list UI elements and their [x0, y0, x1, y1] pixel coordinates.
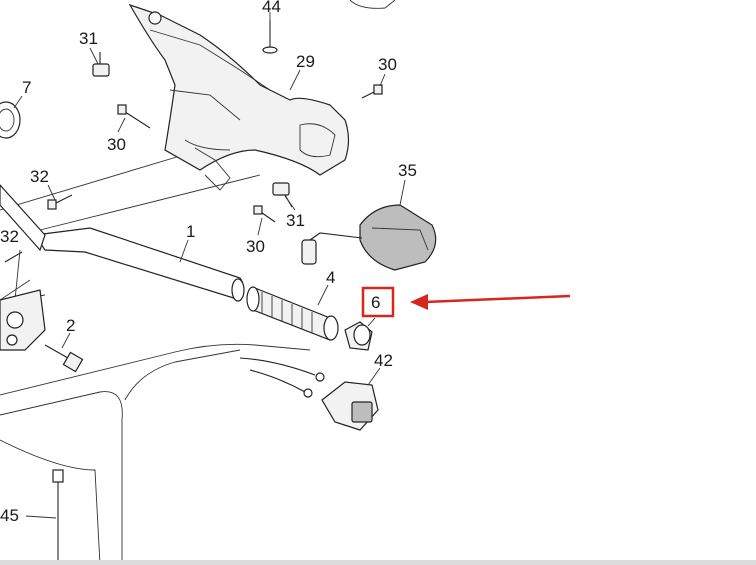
callout-32-b: 32: [0, 227, 19, 246]
callout-31-lower: 31: [286, 211, 305, 230]
bolt-part-32-b: [4, 251, 23, 263]
handlebar-cover-part-29: [128, 0, 396, 191]
grip-part-4: [246, 286, 339, 341]
bolt-part-32-a: [47, 194, 73, 210]
callout-35: 35: [398, 161, 417, 180]
callout-2: 2: [66, 316, 75, 335]
callout-30-c: 30: [246, 237, 265, 256]
leader-lines: [13, 12, 406, 519]
bolt-part-30-c: [253, 205, 276, 223]
throttle-cables: [239, 357, 325, 398]
highlighted-callout-6: 6: [361, 286, 395, 318]
callout-7: 7: [22, 78, 31, 97]
clip-nut-part-31-upper: [92, 52, 110, 77]
part-7: [0, 101, 21, 139]
bottom-strip: [0, 560, 756, 565]
callout-labels: 44 31 29 30 7 30 35 32 31 32 1 30 4 2 42…: [0, 0, 417, 525]
callout-1: 1: [186, 222, 195, 241]
mirror-part-35: [301, 204, 437, 271]
callout-42: 42: [374, 351, 393, 370]
callout-30-a: 30: [378, 55, 397, 74]
callout-32-a: 32: [30, 167, 49, 186]
screw-part-44: [262, 20, 278, 54]
bar-end-part-6: [344, 321, 373, 351]
bolt-part-30-b: [117, 104, 151, 129]
handlebar-part-1: [0, 184, 245, 351]
callout-4: 4: [326, 268, 335, 287]
callout-31-upper: 31: [79, 29, 98, 48]
clip-nut-part-31-lower: [272, 182, 293, 208]
callout-29: 29: [296, 52, 315, 71]
callout-44: 44: [262, 0, 281, 16]
callout-45: 45: [0, 506, 19, 525]
bolt-part-2: [44, 344, 84, 373]
highlight-box: [361, 286, 395, 318]
red-pointer-arrow: [410, 294, 571, 310]
callout-6: 6: [371, 293, 380, 312]
switch-housing-part-42: [321, 381, 379, 431]
callout-30-b: 30: [107, 135, 126, 154]
cable-part-45: [52, 469, 64, 565]
bolt-part-30-a: [361, 84, 383, 99]
frame-outlines: [0, 149, 311, 565]
